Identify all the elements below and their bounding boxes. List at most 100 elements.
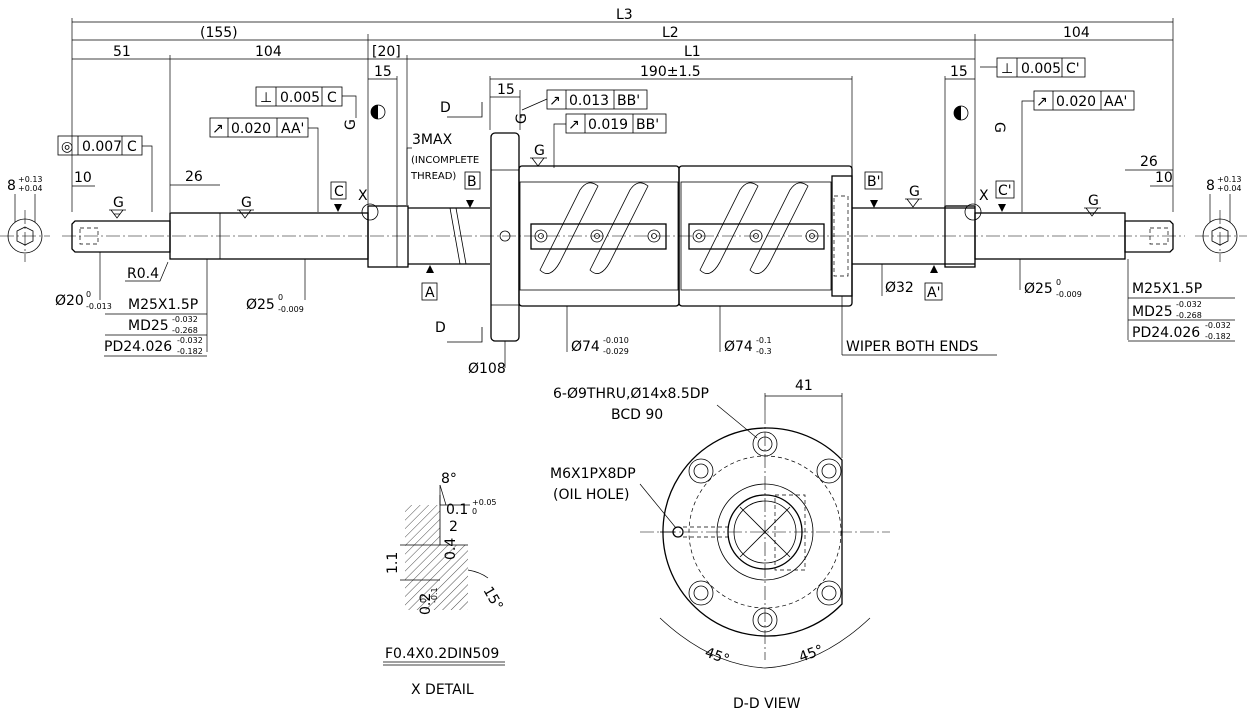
svg-text:R0.4: R0.4 — [127, 266, 159, 282]
svg-text:8: 8 — [7, 178, 16, 194]
section-marker-d: D D — [435, 100, 483, 343]
dim-155: (155) — [200, 25, 238, 41]
svg-text:C': C' — [1066, 61, 1080, 77]
svg-text:-0.010: -0.010 — [603, 336, 629, 345]
svg-text:AA': AA' — [281, 121, 304, 137]
tolerance-perp-right: ⊥ 0.005 C' — [980, 57, 1086, 78]
svg-text:-0.032: -0.032 — [172, 315, 198, 324]
svg-text:0.013: 0.013 — [569, 93, 609, 109]
svg-text:0.019: 0.019 — [588, 117, 628, 133]
svg-text:0.005: 0.005 — [1021, 61, 1061, 77]
svg-text:26: 26 — [185, 169, 203, 185]
svg-text:-0.3: -0.3 — [756, 347, 772, 356]
svg-text:15°: 15° — [480, 584, 506, 614]
svg-text:G: G — [343, 119, 359, 130]
svg-text:6-Ø9THRU,Ø14x8.5DP: 6-Ø9THRU,Ø14x8.5DP — [553, 386, 709, 402]
svg-text:0.1: 0.1 — [446, 502, 468, 518]
dim-104-left: 104 — [255, 44, 282, 60]
svg-text:0: 0 — [1056, 278, 1061, 287]
svg-text:-0.032: -0.032 — [177, 336, 203, 345]
end-view-left: 8 +0.13 +0.04 — [0, 175, 50, 262]
dim-104-right: 104 — [1063, 25, 1090, 41]
svg-text:0: 0 — [278, 293, 283, 302]
screw-shaft — [62, 203, 1185, 268]
surface-finish-marks: G G G G G G G G — [109, 113, 1101, 219]
svg-text:8: 8 — [1206, 178, 1215, 194]
svg-text:-0.013: -0.013 — [86, 302, 112, 311]
svg-text:-0.032: -0.032 — [1176, 300, 1202, 309]
svg-text:M25X1.5P: M25X1.5P — [1132, 281, 1202, 297]
svg-text:C: C — [127, 139, 137, 155]
dim-l2: L2 — [662, 25, 679, 41]
svg-text:⊥: ⊥ — [1001, 61, 1013, 77]
dim-51: 51 — [113, 44, 131, 60]
svg-text:THREAD): THREAD) — [410, 171, 456, 182]
perp-circle-right-icon — [953, 105, 969, 121]
svg-text:D: D — [440, 100, 451, 116]
tolerance-runout-nut2: ↗ 0.019 BB' — [553, 113, 667, 168]
svg-text:45°: 45° — [703, 645, 732, 669]
svg-text:C': C' — [998, 183, 1012, 199]
svg-text:-0.1: -0.1 — [430, 587, 439, 603]
svg-text:1.1: 1.1 — [385, 552, 401, 574]
dim-l3: L3 — [616, 7, 633, 23]
svg-text:-0.029: -0.029 — [603, 347, 629, 356]
svg-text:Ø25: Ø25 — [1024, 281, 1053, 297]
svg-text:WIPER BOTH ENDS: WIPER BOTH ENDS — [846, 339, 978, 355]
svg-text:+0.13: +0.13 — [18, 175, 43, 184]
svg-text:PD24.026: PD24.026 — [104, 339, 172, 355]
svg-text:MD25: MD25 — [128, 318, 169, 334]
svg-text:PD24.026: PD24.026 — [1132, 325, 1200, 341]
svg-text:↗: ↗ — [1036, 94, 1048, 110]
svg-text:◎: ◎ — [61, 139, 73, 155]
svg-text:-0.1: -0.1 — [756, 336, 772, 345]
svg-text:0.020: 0.020 — [231, 121, 271, 137]
return-tube-icon — [539, 182, 809, 274]
svg-text:BCD 90: BCD 90 — [611, 407, 663, 423]
svg-text:Ø32: Ø32 — [885, 280, 914, 296]
svg-text:0.2: 0.2 — [418, 593, 434, 615]
dim-15-nut: 15 — [497, 82, 515, 98]
svg-text:0: 0 — [472, 507, 477, 516]
svg-text:D-D VIEW: D-D VIEW — [733, 696, 801, 712]
tolerance-runout-right: ↗ 0.020 AA' — [1021, 90, 1135, 212]
svg-text:0: 0 — [86, 290, 91, 299]
svg-text:Ø74: Ø74 — [724, 339, 753, 355]
svg-text:BB': BB' — [617, 93, 640, 109]
plate-screw-icon — [534, 229, 819, 243]
svg-text:0: 0 — [419, 598, 428, 603]
x-label-right: X — [979, 188, 989, 204]
perp-circle-left-icon — [370, 104, 386, 120]
dim-15-left: 15 — [374, 64, 392, 80]
svg-text:G: G — [113, 195, 124, 211]
svg-text:BB': BB' — [636, 117, 659, 133]
svg-text:-0.268: -0.268 — [172, 326, 198, 335]
svg-text:B': B' — [867, 174, 880, 190]
ball-nut — [490, 132, 853, 342]
svg-text:+0.04: +0.04 — [18, 184, 43, 193]
svg-text:X DETAIL: X DETAIL — [411, 682, 474, 698]
svg-text:0.007: 0.007 — [82, 139, 122, 155]
svg-text:AA': AA' — [1104, 94, 1127, 110]
svg-text:M6X1PX8DP: M6X1PX8DP — [550, 466, 636, 482]
svg-text:Ø25: Ø25 — [246, 297, 275, 313]
svg-text:-0.032: -0.032 — [1205, 321, 1231, 330]
svg-text:-0.268: -0.268 — [1176, 311, 1202, 320]
dim-15-right: 15 — [950, 64, 968, 80]
svg-text:A': A' — [927, 285, 940, 301]
svg-text:+0.13: +0.13 — [1217, 175, 1242, 184]
dim-20: [20] — [372, 44, 401, 60]
svg-text:10: 10 — [74, 170, 92, 186]
datum-markers: C B A B' A' C' — [330, 171, 1015, 301]
svg-text:-0.182: -0.182 — [177, 347, 203, 356]
dim-190: 190±1.5 — [640, 64, 701, 80]
svg-text:2: 2 — [449, 519, 458, 535]
svg-text:Ø20: Ø20 — [55, 293, 84, 309]
svg-text:0.020: 0.020 — [1056, 94, 1096, 110]
svg-text:F0.4X0.2DIN509: F0.4X0.2DIN509 — [385, 646, 499, 662]
dimension-chain: L3 (155) L2 104 51 104 [20] L1 15 190±1.… — [71, 7, 1174, 212]
svg-text:-0.009: -0.009 — [1056, 290, 1082, 299]
svg-text:D: D — [435, 320, 446, 336]
svg-text:3MAX: 3MAX — [412, 132, 453, 148]
